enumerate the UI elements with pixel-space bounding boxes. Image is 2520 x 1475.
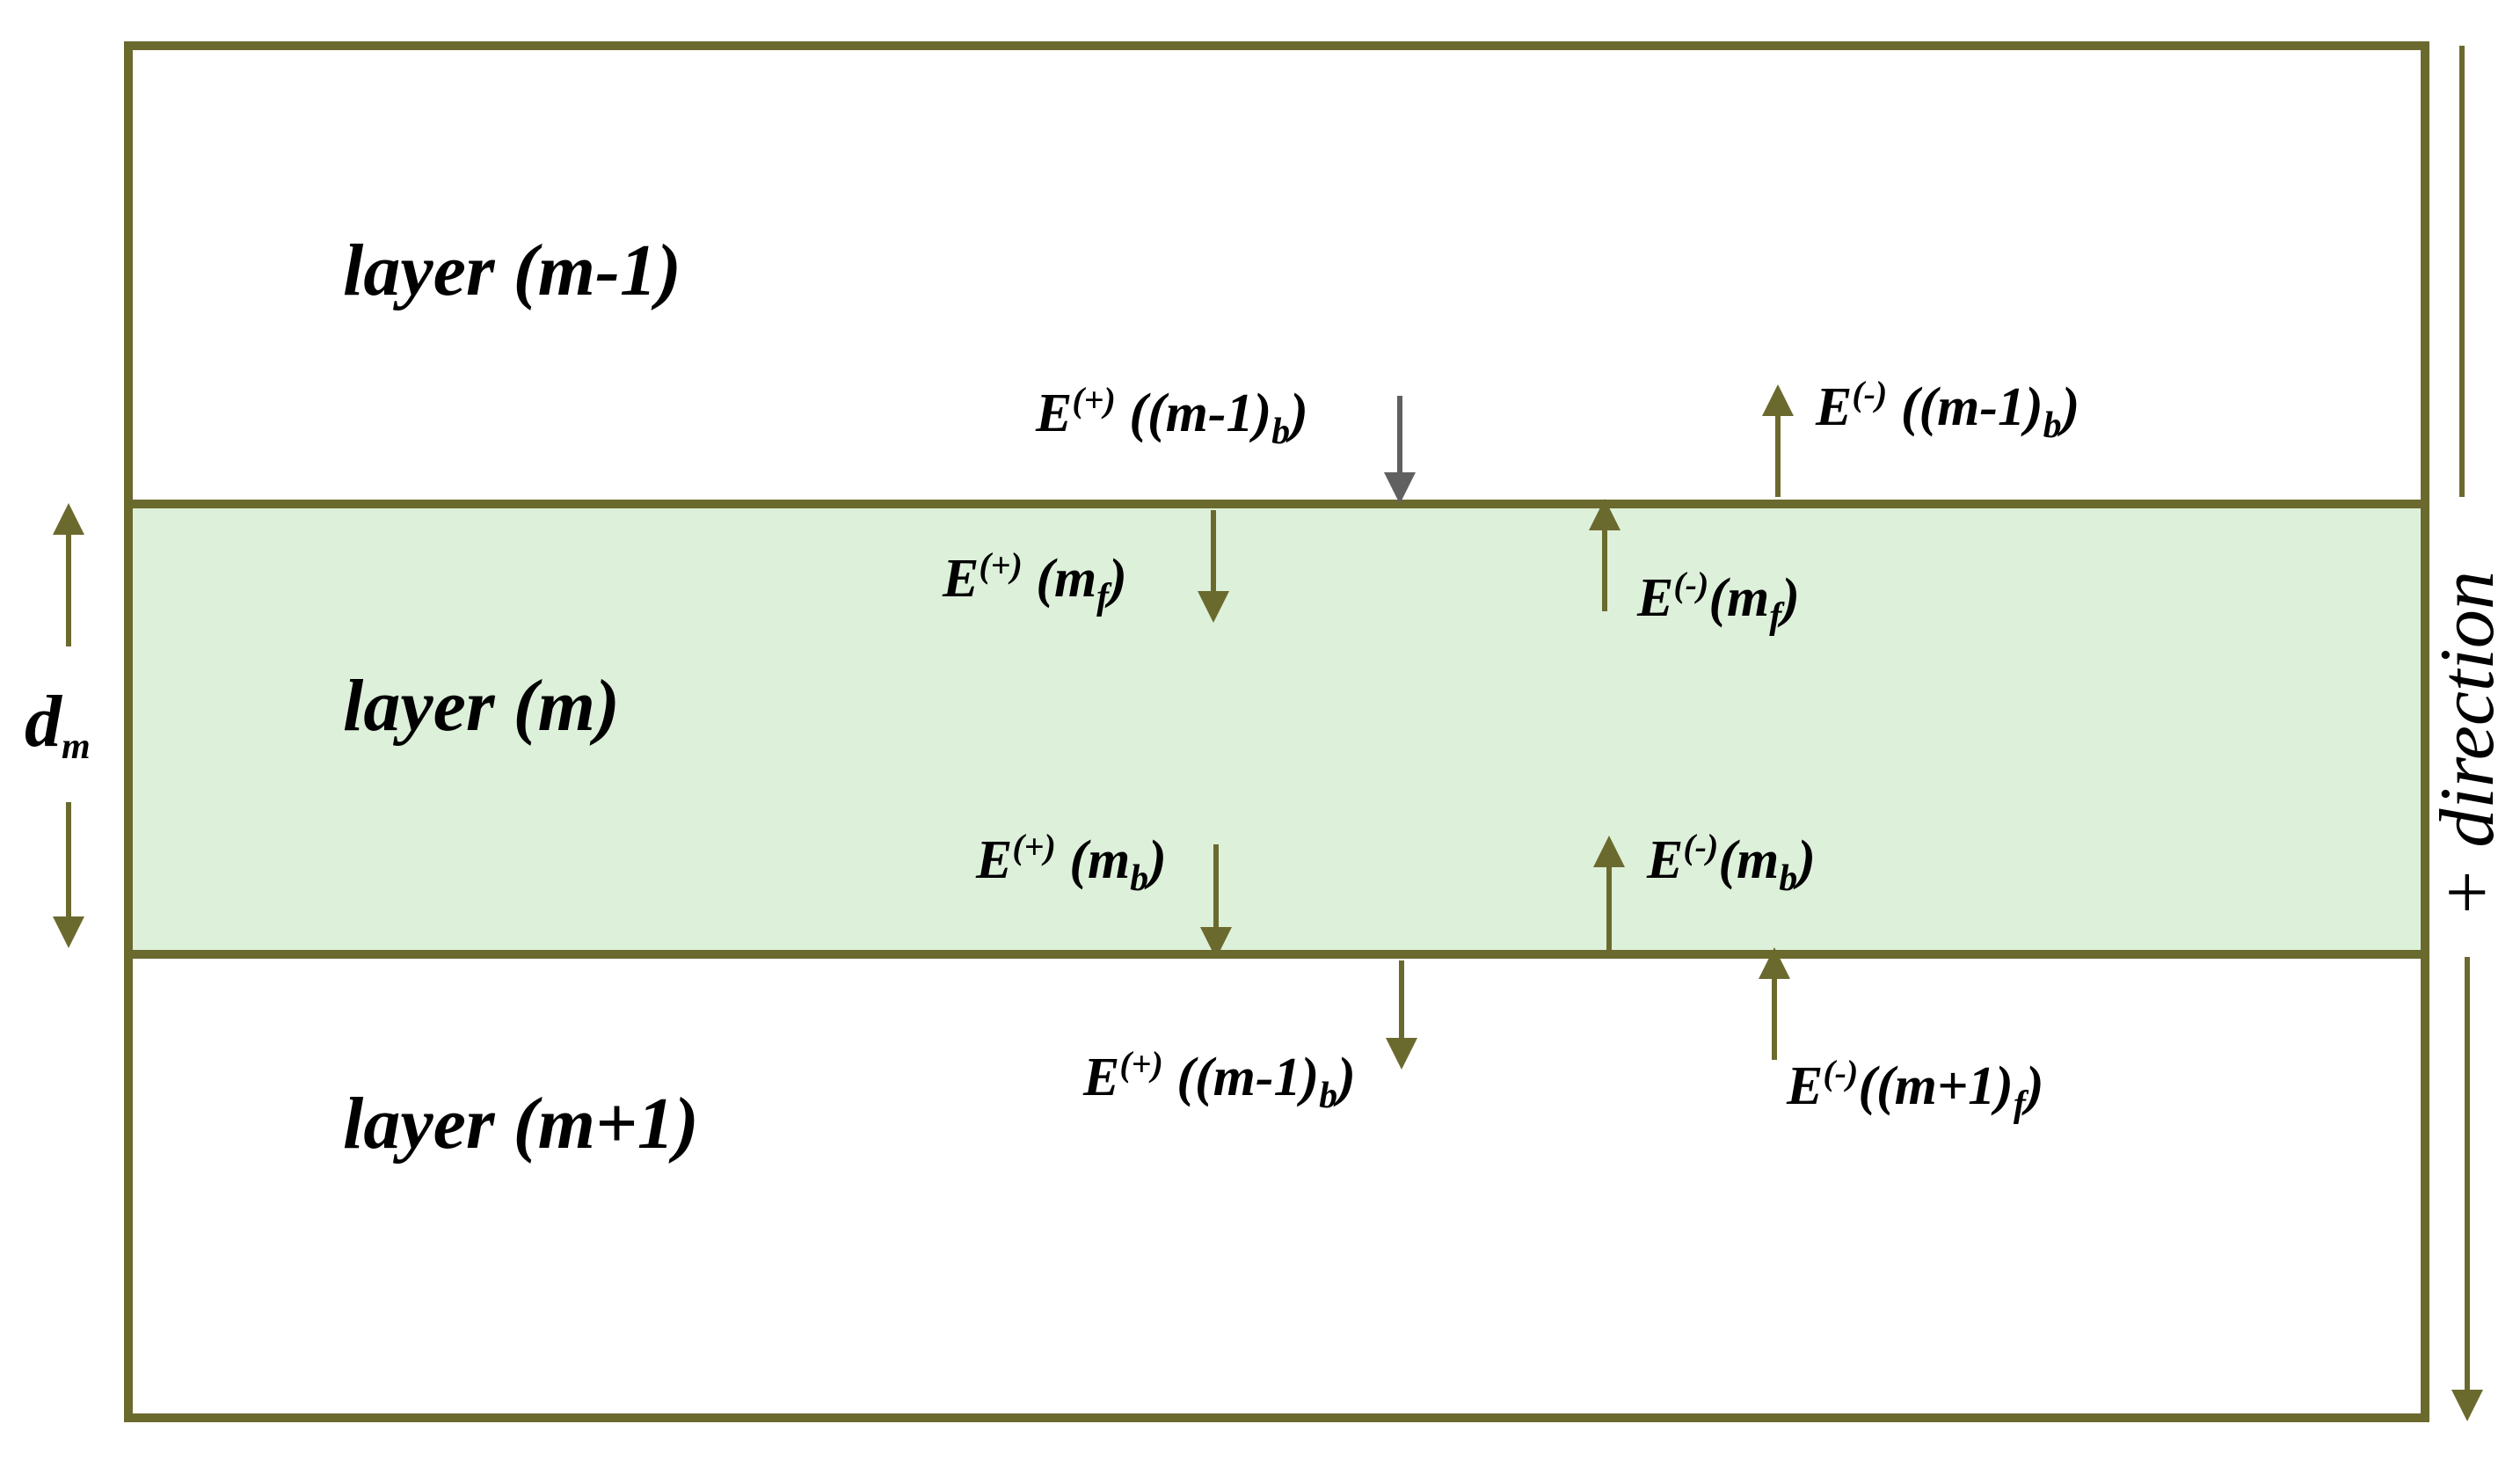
thickness-label: dm: [25, 681, 91, 767]
field-label-mid-top-right: E(-)(mf): [1636, 565, 1800, 637]
direction-label: + direction: [2425, 571, 2510, 919]
field-label-bot-right: E(-)((m+1)f): [1786, 1053, 2043, 1125]
field-label-mid-bot-right: E(-)(mb): [1646, 827, 1816, 899]
field-label-top-right: E(-) ((m-1)b): [1815, 374, 2079, 446]
layer-label-top: layer (m-1): [343, 230, 681, 311]
field-label-mid-bot-left: E(+) (mb): [975, 827, 1167, 899]
layer-label-middle: layer (m): [343, 665, 620, 747]
field-label-top-left: E(+) ((m-1)b): [1035, 380, 1308, 452]
field-label-bot-left: E(+) ((m-1)b): [1082, 1044, 1356, 1116]
field-label-mid-top-left: E(+) (mf): [942, 545, 1127, 617]
layer-label-bottom: layer (m+1): [343, 1083, 699, 1165]
outer-border: [124, 41, 2429, 1422]
middle-layer-fill: [130, 504, 2423, 954]
